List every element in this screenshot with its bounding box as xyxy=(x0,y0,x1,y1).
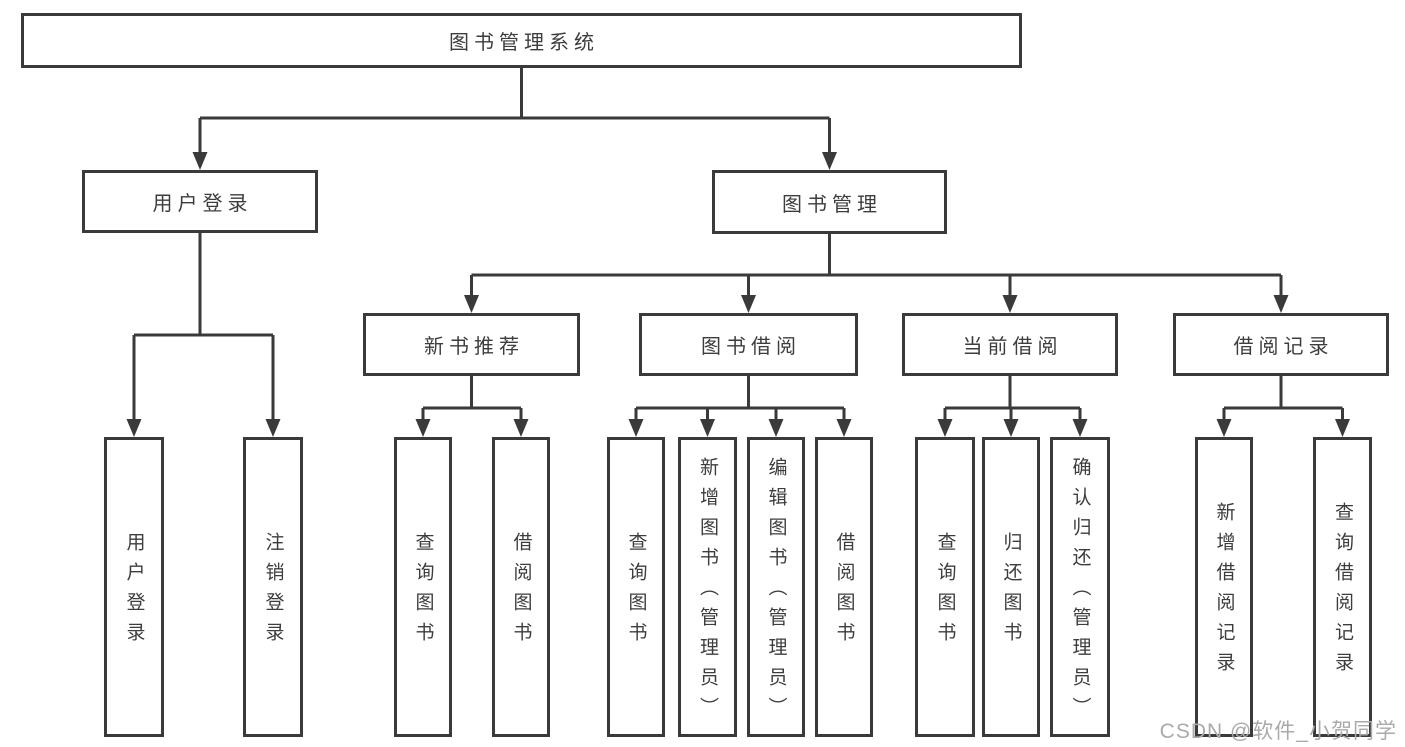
leaf-current-confirm-return-admin-label: 确认归还（管理员） xyxy=(1069,457,1091,727)
leaf-current-return-books-label: 归还图书 xyxy=(1000,532,1022,652)
leaf-borrow-borrow-books: 借阅图书 xyxy=(815,437,873,737)
node-book-borrowing-label: 图书借阅 xyxy=(701,336,801,358)
node-root-label: 图书管理系统 xyxy=(449,32,599,54)
node-borrowing-records-label: 借阅记录 xyxy=(1233,336,1334,358)
arrow-down-icon xyxy=(1003,419,1019,437)
arrow-down-icon xyxy=(265,419,281,437)
leaf-borrow-add-books-admin-label: 新增图书（管理员） xyxy=(697,457,718,727)
arrow-down-icon xyxy=(1072,419,1088,437)
arrow-down-icon xyxy=(822,152,837,170)
leaf-borrow-edit-books-admin-label: 编辑图书（管理员） xyxy=(765,457,787,727)
node-current-borrowing: 当前借阅 xyxy=(902,313,1118,376)
connector-current-to-leaves xyxy=(943,376,1082,423)
arrow-down-icon xyxy=(700,419,715,437)
connector-newrec-to-leaves xyxy=(421,376,523,423)
arrow-down-icon xyxy=(1216,419,1232,437)
connector-bookmgmt-to-level3 xyxy=(470,233,1283,299)
leaf-current-query-books: 查询图书 xyxy=(915,437,975,737)
leaf-current-return-books: 归还图书 xyxy=(982,437,1040,737)
leaf-current-query-books-label: 查询图书 xyxy=(934,532,956,652)
leaf-borrow-edit-books-admin: 编辑图书（管理员） xyxy=(747,437,805,737)
leaf-borrow-borrow-books-label: 借阅图书 xyxy=(833,532,855,652)
connector-borrow-to-leaves xyxy=(634,376,846,423)
node-new-book-recommendation: 新书推荐 xyxy=(363,313,580,376)
leaf-rec-query-books: 查询图书 xyxy=(394,437,452,737)
arrow-down-icon xyxy=(513,419,529,437)
node-borrowing-records: 借阅记录 xyxy=(1173,313,1389,376)
node-user-login-label: 用户登录 xyxy=(152,193,253,215)
node-book-management-label: 图书管理 xyxy=(782,193,882,216)
leaf-records-add-record: 新增借阅记录 xyxy=(1195,437,1253,737)
leaf-records-query-record: 查询借阅记录 xyxy=(1313,437,1372,737)
leaf-rec-query-books-label: 查询图书 xyxy=(412,532,434,652)
leaf-current-confirm-return-admin: 确认归还（管理员） xyxy=(1050,437,1110,737)
arrow-down-icon xyxy=(1273,295,1289,313)
leaf-user-login-label: 用户登录 xyxy=(123,532,145,652)
arrow-down-icon xyxy=(768,419,784,437)
leaf-records-add-record-label: 新增借阅记录 xyxy=(1213,502,1235,682)
connector-root-to-level2 xyxy=(198,68,831,156)
leaf-borrow-query-books: 查询图书 xyxy=(607,437,665,737)
arrow-down-icon xyxy=(415,419,431,437)
leaf-logout: 注销登录 xyxy=(243,437,303,737)
node-new-book-recommendation-label: 新书推荐 xyxy=(424,336,524,358)
node-user-login: 用户登录 xyxy=(82,170,318,233)
arrow-down-icon xyxy=(1002,295,1018,313)
leaf-borrow-add-books-admin: 新增图书（管理员） xyxy=(678,437,737,737)
leaf-rec-borrow-books: 借阅图书 xyxy=(492,437,550,737)
arrow-down-icon xyxy=(126,419,142,437)
arrow-down-icon xyxy=(464,295,479,313)
arrow-down-icon xyxy=(628,419,644,437)
arrow-down-icon xyxy=(937,419,953,437)
leaf-records-query-record-label: 查询借阅记录 xyxy=(1332,502,1353,682)
arrow-down-icon xyxy=(741,295,756,313)
connector-records-to-leaves xyxy=(1222,376,1344,423)
node-current-borrowing-label: 当前借阅 xyxy=(962,336,1063,358)
node-book-borrowing: 图书借阅 xyxy=(639,313,858,376)
arrow-down-icon xyxy=(1335,419,1350,437)
csdn-watermark: CSDN @软件_小贺同学 xyxy=(1159,720,1397,743)
leaf-user-login: 用户登录 xyxy=(104,437,164,737)
leaf-rec-borrow-books-label: 借阅图书 xyxy=(510,532,532,652)
arrow-down-icon xyxy=(836,419,852,437)
leaf-borrow-query-books-label: 查询图书 xyxy=(625,532,647,652)
node-root: 图书管理系统 xyxy=(21,13,1022,68)
arrow-down-icon xyxy=(192,152,208,170)
leaf-logout-label: 注销登录 xyxy=(262,532,284,652)
node-book-management: 图书管理 xyxy=(712,170,947,234)
connector-userlogin-to-leaves xyxy=(132,233,275,423)
